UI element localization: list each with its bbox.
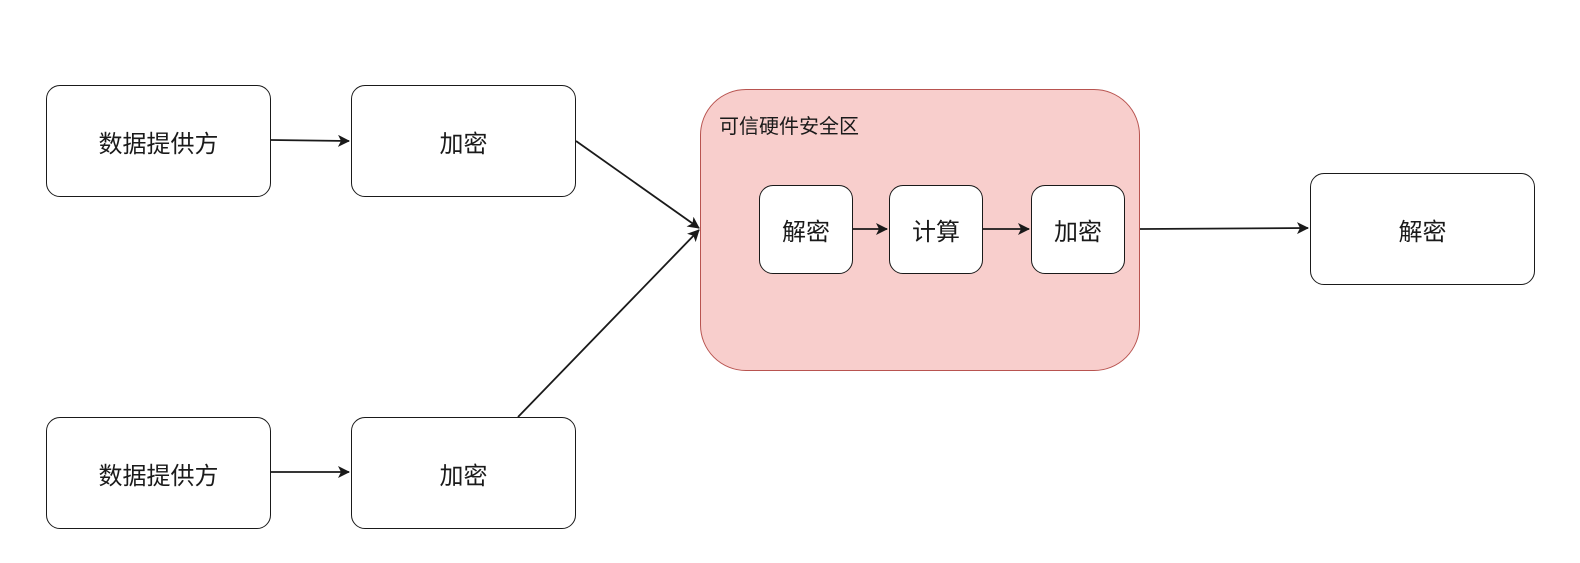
decrypt-out-label: 解密 bbox=[1398, 217, 1447, 246]
decrypt-inner-node[interactable]: 解密 bbox=[759, 185, 853, 274]
encrypt-inner-label: 加密 bbox=[1054, 218, 1102, 246]
encrypt-2-node[interactable]: 加密 bbox=[351, 417, 576, 529]
encrypt-inner-node[interactable]: 加密 bbox=[1031, 185, 1125, 274]
encrypt-1-node[interactable]: 加密 bbox=[351, 85, 576, 197]
edge-provider1-encrypt1 bbox=[270, 134, 350, 147]
trusted-zone-label: 可信硬件安全区 bbox=[719, 114, 859, 138]
edge-encrypt1-zone bbox=[575, 140, 700, 229]
decrypt-inner-label: 解密 bbox=[782, 218, 830, 246]
edge-zone-decrypt-out bbox=[1139, 222, 1309, 235]
encrypt-2-label: 加密 bbox=[439, 461, 488, 490]
provider-2-label: 数据提供方 bbox=[98, 461, 219, 490]
compute-node[interactable]: 计算 bbox=[889, 185, 983, 274]
encrypt-1-label: 加密 bbox=[439, 129, 488, 158]
provider-2-node[interactable]: 数据提供方 bbox=[46, 417, 271, 529]
provider-1-node[interactable]: 数据提供方 bbox=[46, 85, 271, 197]
decrypt-out-node[interactable]: 解密 bbox=[1310, 173, 1535, 285]
provider-1-label: 数据提供方 bbox=[98, 129, 219, 158]
edge-encrypt2-zone bbox=[517, 229, 700, 418]
compute-label: 计算 bbox=[912, 218, 960, 246]
